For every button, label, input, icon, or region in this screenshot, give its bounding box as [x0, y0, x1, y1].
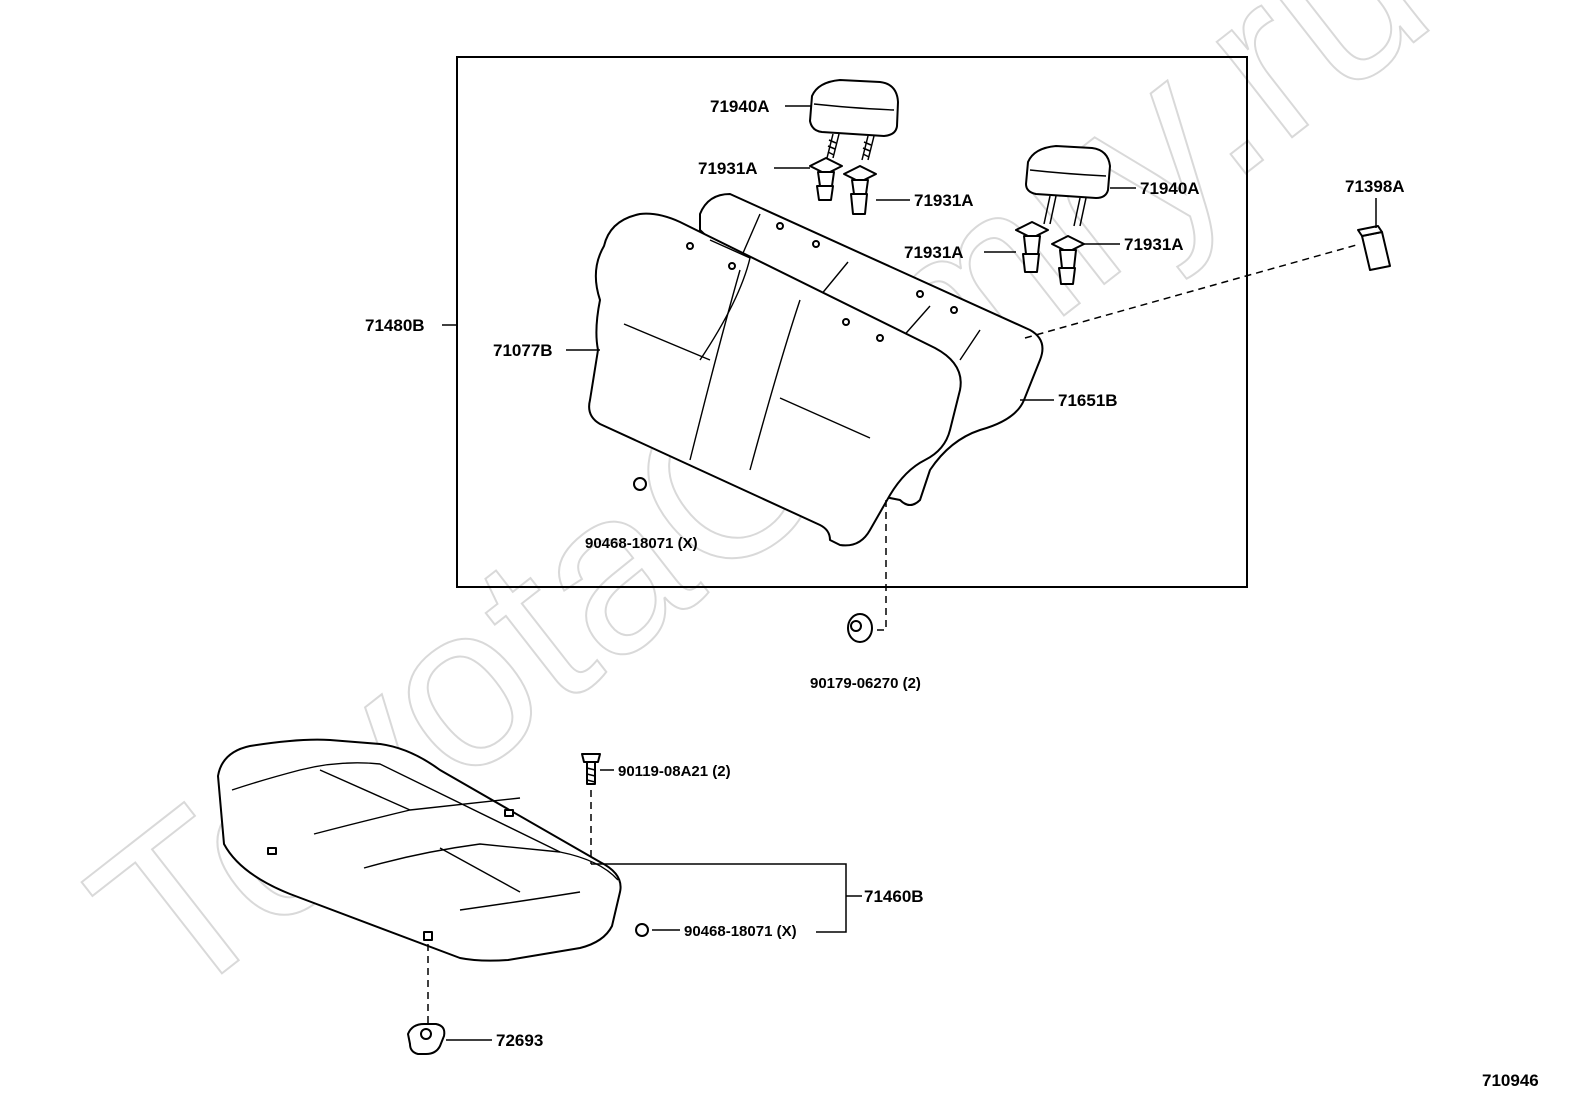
label-support-l2: 71931A	[914, 191, 974, 210]
label-seatback-assy: 71480B	[365, 316, 425, 335]
label-support-r2: 71931A	[1124, 235, 1184, 254]
label-hog-ring-cushion: 90468-18071 (X)	[684, 923, 797, 940]
label-support-r1: 71931A	[904, 243, 964, 262]
support-left-1-drawing[interactable]	[809, 157, 843, 201]
label-support-l1: 71931A	[698, 159, 758, 178]
label-headrest-right: 71940A	[1140, 179, 1200, 198]
leader-lines	[442, 105, 1377, 1041]
hog-ring-cushion-drawing[interactable]	[635, 923, 649, 937]
headrest-left-drawing[interactable]	[809, 79, 899, 161]
support-right-1-drawing[interactable]	[1015, 221, 1049, 273]
watermark: ToyotaCamry.ru	[47, 0, 1471, 1049]
clip-leader	[1024, 243, 1361, 339]
hook-drawing[interactable]	[407, 1023, 446, 1055]
label-seatback-pad: 71651B	[1058, 391, 1118, 410]
support-right-2-drawing[interactable]	[1051, 235, 1085, 285]
clip-71398a-drawing[interactable]	[1357, 225, 1391, 271]
headrest-right-drawing[interactable]	[1025, 145, 1111, 227]
label-clip: 71398A	[1345, 177, 1405, 196]
label-seatback-cover: 71077B	[493, 341, 553, 360]
label-headrest-left: 71940A	[710, 97, 770, 116]
hog-ring-back-drawing[interactable]	[633, 477, 647, 491]
label-nut: 90179-06270 (2)	[810, 675, 921, 692]
label-hog-ring-back: 90468-18071 (X)	[585, 535, 698, 552]
label-bolt: 90119-08A21 (2)	[618, 763, 731, 780]
label-cushion-assy: 71460B	[864, 887, 924, 906]
seatback-cover-drawing[interactable]	[588, 212, 962, 547]
label-hook: 72693	[496, 1031, 543, 1050]
support-left-2-drawing[interactable]	[843, 165, 877, 215]
cushion-drawing[interactable]	[217, 738, 622, 962]
figure-number: 710946	[1482, 1071, 1539, 1090]
nut-drawing[interactable]	[847, 613, 873, 643]
bolt-drawing[interactable]	[581, 753, 601, 785]
seatback-group-frame	[456, 56, 1248, 588]
